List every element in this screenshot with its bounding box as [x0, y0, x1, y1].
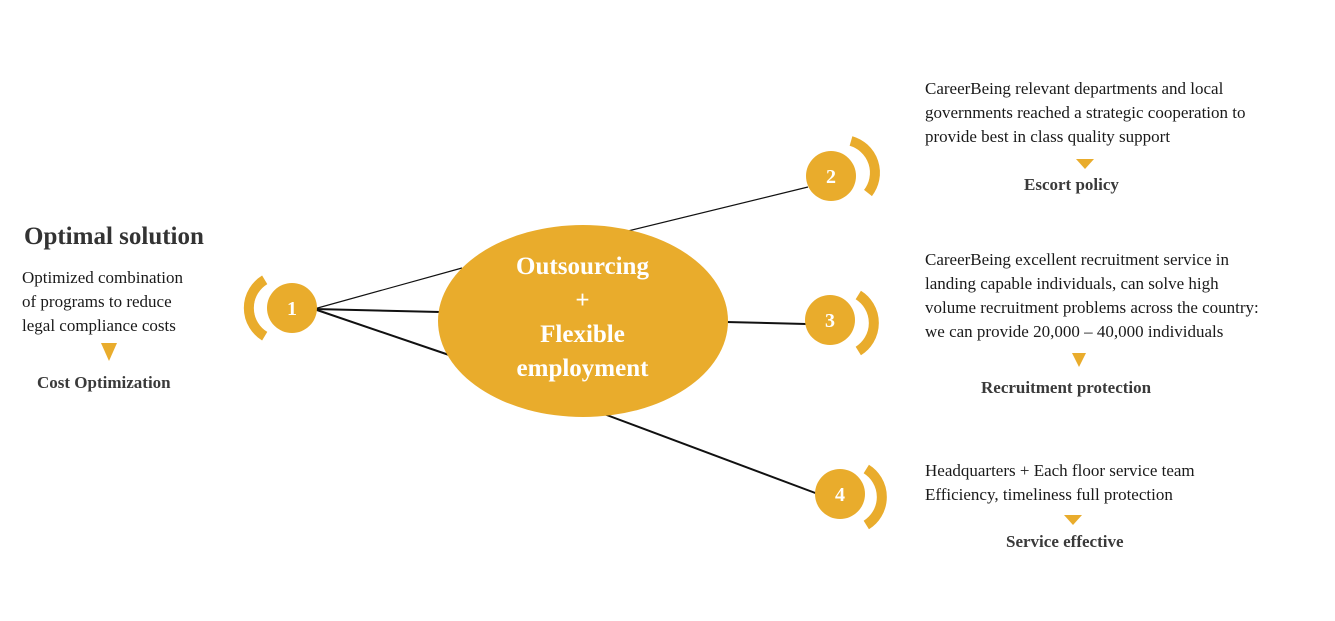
node-1: 1 — [243, 275, 317, 341]
node-2-arc — [849, 136, 880, 197]
item-3-line-3: volume recruitment problems across the c… — [925, 298, 1259, 317]
item-4-down-arrow — [1064, 515, 1082, 525]
center-line-2: + — [575, 287, 590, 314]
item-3-down-arrow — [1072, 353, 1086, 367]
node-4-circle — [815, 469, 865, 519]
item-2-line-1: CareerBeing relevant departments and loc… — [925, 79, 1224, 98]
node-2-circle — [806, 151, 856, 201]
left-title: Optimal solution — [24, 223, 204, 250]
center-line-3: Flexible — [540, 321, 625, 348]
connector-center-to-3 — [725, 321, 807, 325]
item-2-caption: Escort policy — [1024, 175, 1119, 194]
item-2-line-3: provide best in class quality support — [925, 127, 1171, 146]
item-3-line-2: landing capable individuals, can solve h… — [925, 274, 1219, 293]
connector-center-to-2 — [627, 186, 809, 232]
left-down-arrow — [101, 343, 117, 361]
item-3-line-1: CareerBeing excellent recruitment servic… — [925, 250, 1229, 269]
center-label: Outsourcing + Flexible employment — [440, 250, 725, 386]
node-4-number: 4 — [835, 484, 845, 506]
node-1-arc — [243, 275, 268, 341]
node-2: 2 — [806, 136, 880, 201]
node-3-arc — [855, 290, 879, 356]
node-1-number: 1 — [287, 298, 297, 320]
node-4-arc — [863, 464, 887, 530]
item-2-line-2: governments reached a strategic cooperat… — [925, 103, 1246, 122]
item-2-down-arrow — [1076, 159, 1094, 169]
node-3-circle — [805, 295, 855, 345]
node-4: 4 — [815, 464, 887, 530]
left-caption: Cost Optimization — [37, 373, 171, 392]
connector-1-to-center-low — [313, 308, 453, 357]
item-4-line-1: Headquarters + Each floor service team — [925, 461, 1195, 480]
item-3-caption: Recruitment protection — [981, 378, 1152, 397]
left-text-line-1: Optimized combination — [22, 268, 183, 287]
center-ellipse — [438, 225, 728, 417]
left-text-line-3: legal compliance costs — [22, 316, 176, 335]
item-4-caption: Service effective — [1006, 532, 1124, 551]
item-3-line-4: we can provide 20,000 – 40,000 individua… — [925, 322, 1224, 341]
connector-center-to-4 — [603, 413, 819, 495]
connector-1-to-center-mid — [313, 308, 441, 313]
node-3: 3 — [805, 290, 879, 356]
connector-1-to-center — [313, 267, 463, 310]
node-2-number: 2 — [826, 166, 836, 188]
node-3-number: 3 — [825, 310, 835, 332]
item-4-line-2: Efficiency, timeliness full protection — [925, 485, 1173, 504]
center-line-1: Outsourcing — [516, 253, 649, 280]
node-1-circle — [267, 283, 317, 333]
center-line-4: employment — [516, 355, 649, 382]
left-text-line-2: of programs to reduce — [22, 292, 172, 311]
